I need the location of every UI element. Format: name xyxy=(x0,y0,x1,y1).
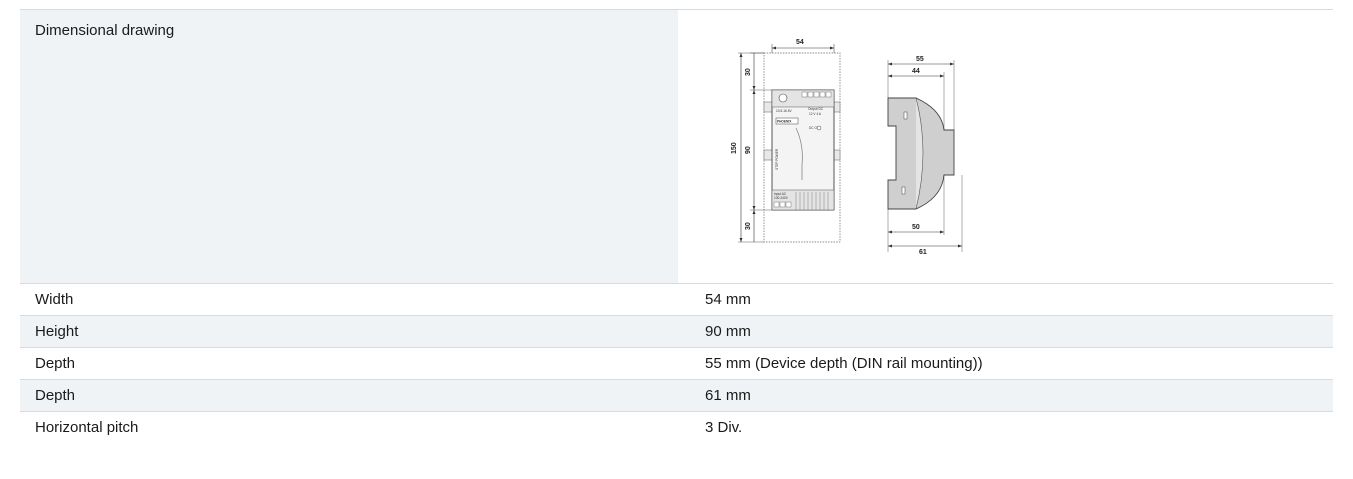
dim-side-top-inner: 44 xyxy=(912,68,920,75)
svg-text:100-240V: 100-240V xyxy=(774,196,789,200)
table-row-depth: Depth 55 mm (Device depth (DIN rail moun… xyxy=(20,347,1333,379)
svg-text:Input AC: Input AC xyxy=(774,192,787,196)
row-label: Dimensional drawing xyxy=(20,10,678,283)
table-row-height: Height 90 mm xyxy=(20,315,1333,347)
table-row-depth-2: Depth 61 mm xyxy=(20,379,1333,411)
row-label: Depth xyxy=(20,380,678,411)
dim-side-top-outer: 55 xyxy=(916,56,924,63)
dim-front-width: 54 xyxy=(796,39,804,46)
table-row-width: Width 54 mm xyxy=(20,283,1333,315)
row-label: Horizontal pitch xyxy=(20,412,678,443)
row-value: 55 mm (Device depth (DIN rail mounting)) xyxy=(678,348,1333,379)
dim-front-bottom: 30 xyxy=(745,222,752,230)
svg-text:Output DC: Output DC xyxy=(808,107,824,111)
row-value: 90 mm xyxy=(678,316,1333,347)
svg-text:12 V 4 A: 12 V 4 A xyxy=(809,112,822,116)
svg-text:STEP POWER: STEP POWER xyxy=(775,148,779,170)
svg-text:PHOENIX: PHOENIX xyxy=(777,120,792,124)
row-value: 54 mm xyxy=(678,284,1333,315)
row-value: 3 Div. xyxy=(678,412,1333,443)
dimensional-drawing-image: 10.5-16.5V Output DC 12 V 4 A PHOENIX DC… xyxy=(731,39,963,255)
dimensional-drawing: 10.5-16.5V Output DC 12 V 4 A PHOENIX DC… xyxy=(705,10,1333,283)
dim-front-total: 150 xyxy=(731,142,738,154)
dim-front-mid: 90 xyxy=(745,146,752,154)
svg-text:DC OK: DC OK xyxy=(809,126,820,130)
dim-front-top: 30 xyxy=(745,68,752,76)
dim-side-bottom-outer: 61 xyxy=(919,249,927,255)
row-label: Height xyxy=(20,316,678,347)
row-label: Width xyxy=(20,284,678,315)
row-value: 61 mm xyxy=(678,380,1333,411)
row-label: Depth xyxy=(20,348,678,379)
table-row-dimensional-drawing: Dimensional drawing xyxy=(20,9,1333,283)
dim-side-bottom-inner: 50 xyxy=(912,224,920,231)
table-row-horizontal-pitch: Horizontal pitch 3 Div. xyxy=(20,411,1333,443)
row-value-drawing: 10.5-16.5V Output DC 12 V 4 A PHOENIX DC… xyxy=(678,10,1333,283)
svg-text:10.5-16.5V: 10.5-16.5V xyxy=(776,109,792,113)
specification-table: Dimensional drawing xyxy=(20,9,1333,443)
